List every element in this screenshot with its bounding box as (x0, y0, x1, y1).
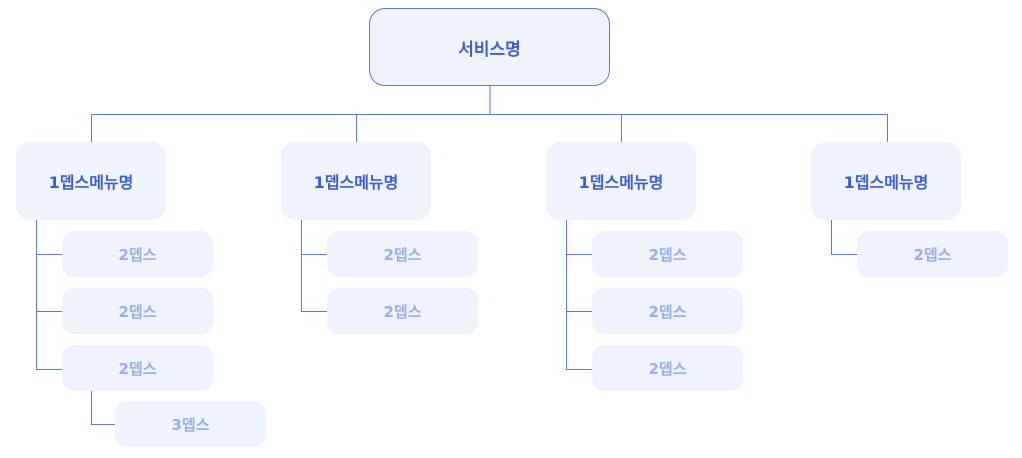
depth2-node-label: 2뎁스 (913, 245, 952, 264)
depth1-node-4[interactable]: 1뎁스메뉴명 (811, 142, 961, 220)
root-node[interactable]: 서비스명 (369, 8, 610, 86)
depth2-node-label: 2뎁스 (383, 245, 422, 264)
depth2-node-label: 2뎁스 (118, 245, 157, 264)
depth2-node-label: 2뎁스 (648, 302, 687, 321)
depth2-node-label: 2뎁스 (648, 245, 687, 264)
depth2-node-label: 2뎁스 (383, 302, 422, 321)
depth1-node-label: 1뎁스메뉴명 (843, 173, 929, 192)
depth1-node-2[interactable]: 1뎁스메뉴명 (281, 142, 431, 220)
depth1-node-label: 1뎁스메뉴명 (578, 173, 664, 192)
depth2-node[interactable]: 2뎁스 (327, 231, 478, 277)
depth2-node[interactable]: 2뎁스 (62, 288, 213, 334)
depth3-node-label: 3뎁스 (171, 415, 210, 434)
depth1-node-label: 1뎁스메뉴명 (313, 173, 399, 192)
depth1-node-3[interactable]: 1뎁스메뉴명 (546, 142, 696, 220)
depth2-node-label: 2뎁스 (648, 359, 687, 378)
depth2-node[interactable]: 2뎁스 (62, 345, 213, 391)
depth3-node[interactable]: 3뎁스 (115, 401, 266, 447)
depth1-node-1[interactable]: 1뎁스메뉴명 (16, 142, 166, 220)
depth2-node[interactable]: 2뎁스 (592, 231, 743, 277)
depth2-node[interactable]: 2뎁스 (857, 231, 1008, 277)
depth2-node[interactable]: 2뎁스 (592, 345, 743, 391)
depth2-node[interactable]: 2뎁스 (592, 288, 743, 334)
depth2-node-label: 2뎁스 (118, 359, 157, 378)
depth2-node[interactable]: 2뎁스 (327, 288, 478, 334)
depth2-node-label: 2뎁스 (118, 302, 157, 321)
depth1-node-label: 1뎁스메뉴명 (48, 173, 134, 192)
depth2-node[interactable]: 2뎁스 (62, 231, 213, 277)
root-node-label: 서비스명 (458, 39, 521, 60)
